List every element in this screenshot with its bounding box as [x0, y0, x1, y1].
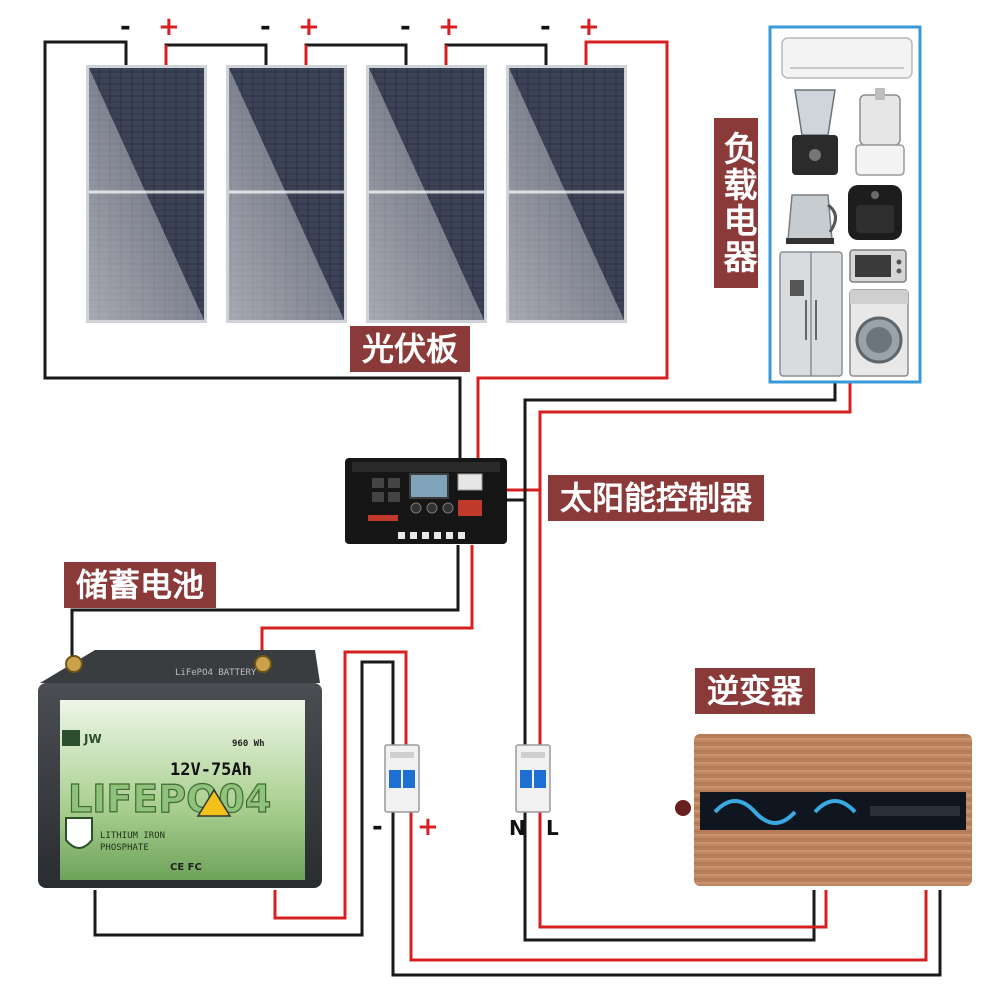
warning-icon: [196, 788, 232, 817]
dc-breaker-neg-in: [93, 660, 395, 937]
washing-machine-icon: [849, 289, 909, 377]
solar-panel-array: [86, 65, 627, 323]
dc-breaker-pos-out: [409, 812, 928, 962]
battery-brand: JW: [83, 732, 102, 746]
battery-negative-terminal: [65, 655, 83, 673]
dc-breaker-neg-mark: -: [372, 812, 383, 842]
air-conditioner-icon: [781, 37, 913, 79]
ac-n-out: [523, 812, 816, 942]
load-appliances-label: 负载电器: [714, 118, 758, 288]
blender-icon: [792, 89, 838, 175]
dc-breaker-pos-in: [273, 650, 408, 920]
battery-energy: 960 Wh: [232, 739, 265, 749]
air-fryer-icon: [848, 185, 902, 240]
pv-negative-wire: [43, 40, 462, 462]
panel-positive-mark: +: [438, 12, 460, 42]
dc-breaker-pos-mark: +: [417, 812, 439, 842]
battery-negative-wire: [70, 545, 460, 660]
panel-negative-mark: -: [400, 12, 411, 42]
panel-negative-mark: -: [540, 12, 551, 42]
series-wire-1: [164, 43, 268, 65]
battery-chem-line1: LITHIUM IRON: [100, 831, 165, 841]
lifepo4-battery: JW LiFePO4 BATTERY 960 Wh 12V-75Ah LIFEP…: [38, 650, 322, 888]
dc-breaker: [384, 744, 420, 813]
battery-model: LIFEPO04: [68, 777, 271, 821]
series-wire-3: [444, 43, 548, 65]
battery-positive-terminal: [254, 655, 272, 673]
food-processor-icon: [855, 88, 905, 176]
load-appliances: [768, 25, 922, 384]
inverter-switch-icon: [675, 800, 691, 816]
panel-negative-mark: -: [260, 12, 271, 42]
refrigerator-icon: [779, 251, 843, 377]
solar-panel: [86, 65, 207, 323]
power-inverter: [675, 734, 972, 886]
inverter-label: 逆变器: [695, 668, 816, 714]
solar-panel: [366, 65, 487, 323]
oven-icon: [849, 249, 907, 283]
ac-breaker-l-mark: L: [546, 816, 559, 840]
series-wire-2: [304, 43, 408, 65]
ac-breaker-n-mark: N: [509, 816, 526, 840]
battery-label: 储蓄电池: [64, 562, 217, 608]
solar-charge-controller: [345, 458, 507, 544]
kettle-icon: [786, 194, 837, 244]
battery-rating: 12V-75Ah: [170, 760, 252, 780]
solar-panel: [226, 65, 347, 323]
recycle-shield-icon: [65, 817, 93, 849]
controller-label: 太阳能控制器: [548, 475, 765, 521]
panel-positive-mark: +: [578, 12, 600, 42]
battery-chem-line2: PHOSPHATE: [100, 843, 149, 853]
ac-breaker: [515, 744, 551, 813]
dc-breaker-neg-out: [391, 812, 942, 977]
pv-positive-wire: [476, 40, 669, 462]
wiring: [43, 40, 942, 977]
battery-positive-wire: [260, 545, 474, 665]
battery-marks: CE FC: [170, 862, 202, 873]
pv-panels-label: 光伏板: [350, 326, 471, 372]
solar-panel: [506, 65, 627, 323]
load-red-wire: [505, 380, 852, 492]
panel-positive-mark: +: [158, 12, 180, 42]
panel-positive-mark: +: [298, 12, 320, 42]
ac-l-out: [538, 812, 828, 929]
panel-negative-mark: -: [120, 12, 131, 42]
battery-top-label: LiFePO4 BATTERY: [175, 668, 257, 678]
